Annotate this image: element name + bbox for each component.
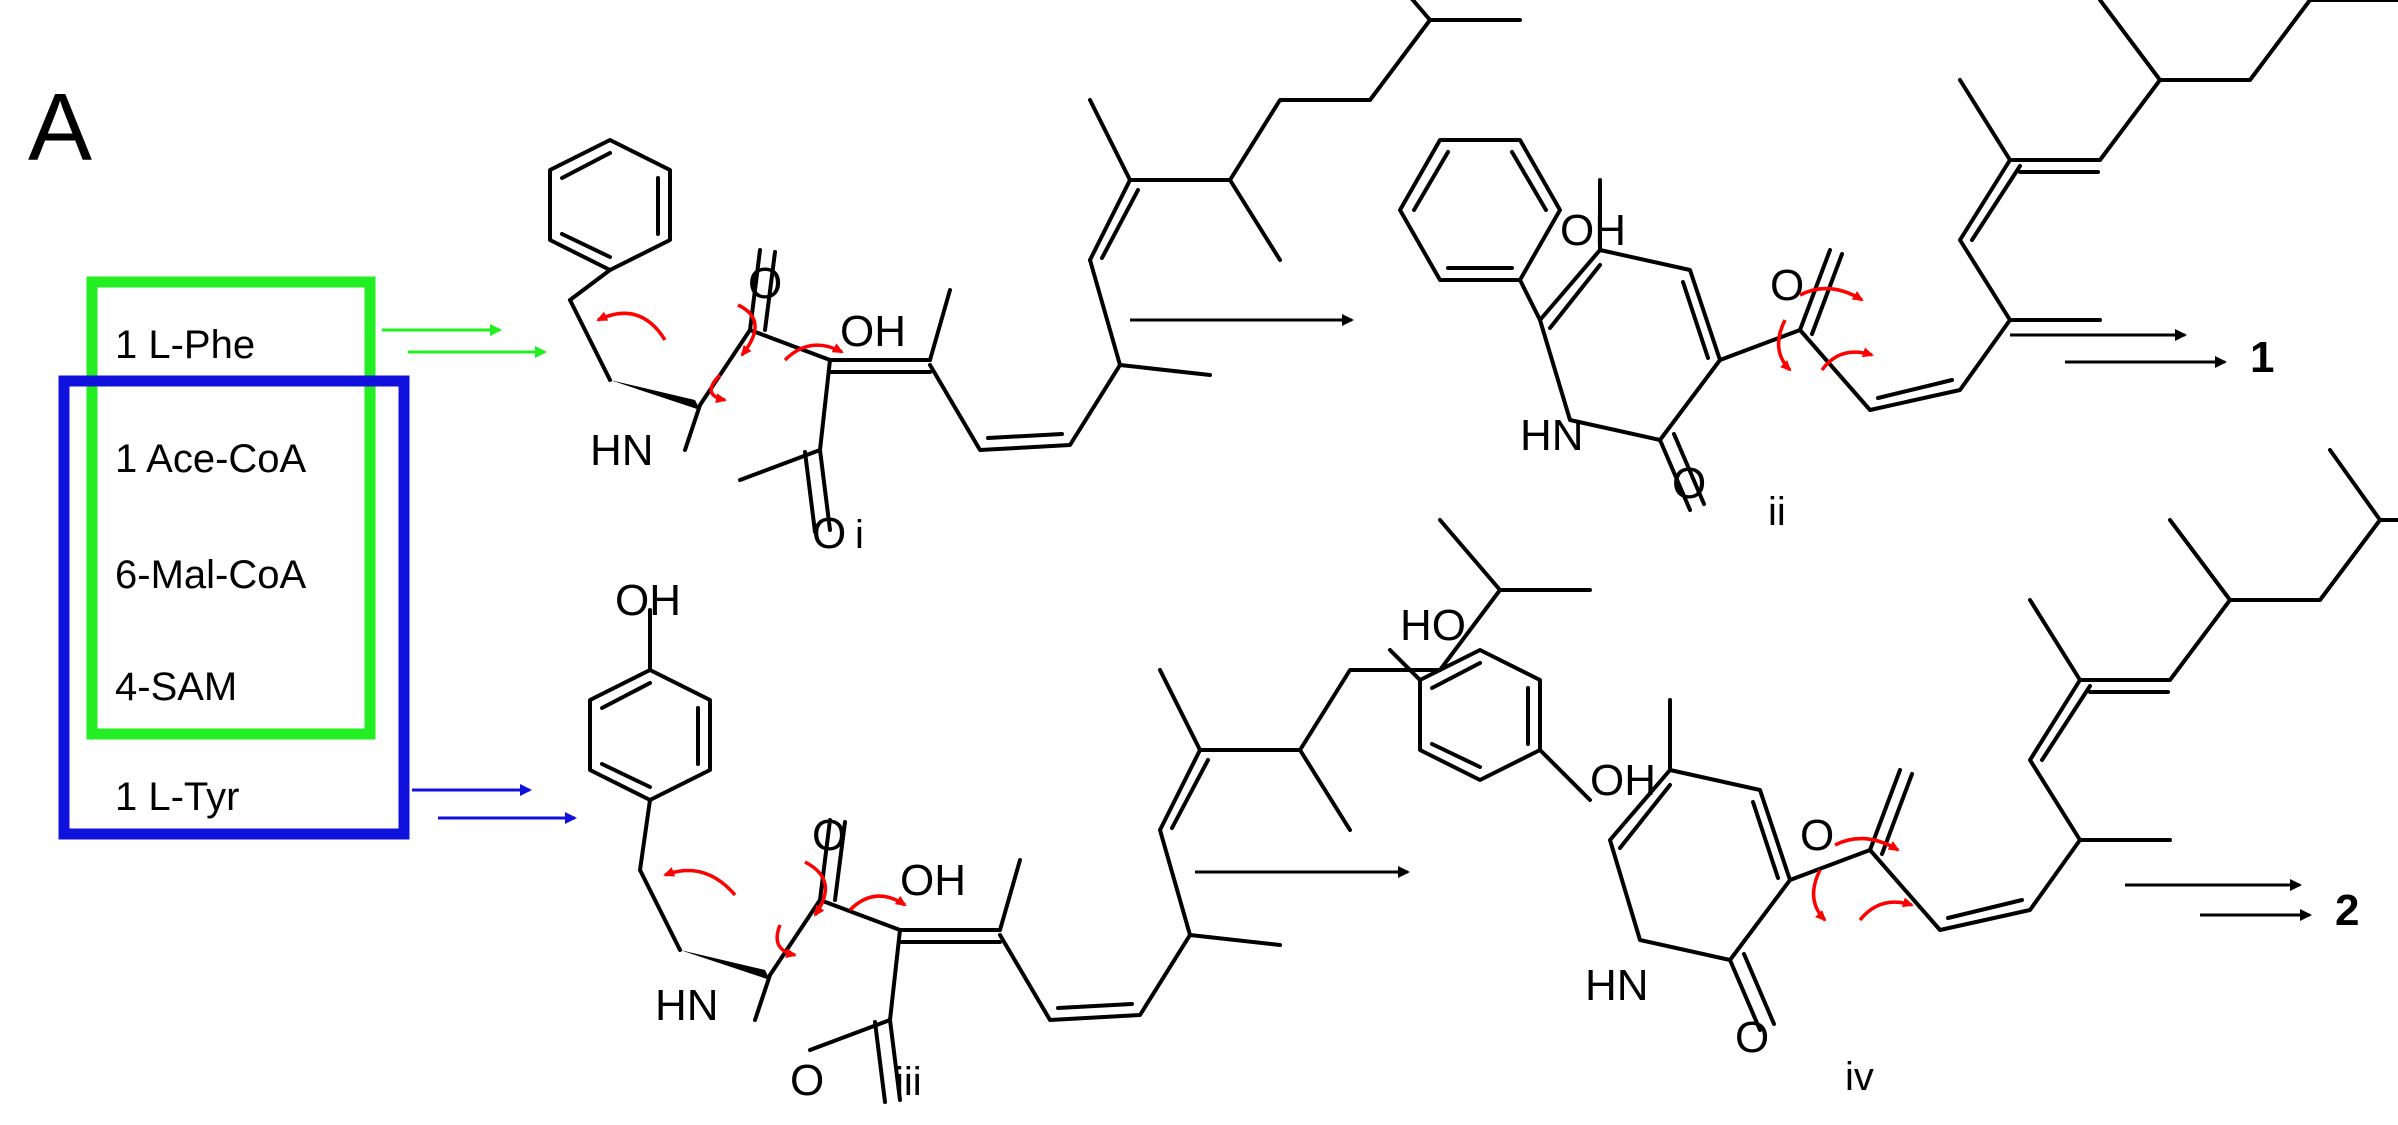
- atom-o-i-bottom: O: [812, 509, 846, 558]
- atom-hn-i: HN: [590, 426, 654, 475]
- atom-o-iv-bottom: O: [1735, 1013, 1769, 1062]
- atom-hn-ii: HN: [1520, 411, 1584, 460]
- precursor-mal-coa: 6-Mal-CoA: [115, 553, 306, 597]
- product-2: 2: [2335, 886, 2359, 935]
- compound-ii: [1398, 0, 2398, 512]
- compound-iv: [1388, 448, 2398, 1032]
- compound-i: [548, 0, 1522, 534]
- label-compound-iv: iv: [1845, 1055, 1874, 1099]
- curly-arrows-iv: [1811, 836, 1914, 922]
- label-compound-ii: ii: [1768, 490, 1786, 534]
- label-compound-iii: iii: [895, 1060, 922, 1104]
- atom-o-ii-bottom: O: [1672, 459, 1706, 508]
- blue-input-arrows: [412, 784, 577, 824]
- atom-oh-i: OH: [840, 307, 906, 356]
- precursor-ace-coa: 1 Ace-CoA: [115, 437, 307, 481]
- atom-o-i-top: O: [748, 259, 782, 308]
- label-compound-i: i: [855, 513, 864, 557]
- precursor-l-tyr: 1 L-Tyr: [115, 775, 239, 819]
- atom-oh-iii: OH: [900, 856, 966, 905]
- atom-o-iii-bottom: O: [790, 1056, 824, 1105]
- atom-oh-iv: OH: [1590, 756, 1656, 805]
- atom-o-iv-acyl: O: [1800, 811, 1834, 860]
- reaction-arrows-ii-1: [2010, 329, 2227, 368]
- atom-hn-iii: HN: [655, 981, 719, 1030]
- atom-o-ii-acyl: O: [1770, 261, 1804, 310]
- green-input-arrows: [382, 324, 547, 358]
- curly-arrows-iii: [663, 860, 907, 959]
- curly-arrows-ii: [1776, 286, 1874, 372]
- atom-o-iii-top: O: [812, 811, 846, 860]
- atom-oh-iii-phenol: OH: [615, 576, 681, 625]
- compound-iii: [588, 518, 1592, 1104]
- panel-label: A: [28, 74, 92, 181]
- curly-arrows-i: [596, 303, 844, 404]
- green-precursor-box: [86, 276, 376, 740]
- product-1: 1: [2250, 333, 2274, 382]
- blue-precursor-box: [58, 375, 410, 840]
- precursor-sam: 4-SAM: [115, 665, 237, 709]
- atom-hn-iv: HN: [1585, 961, 1649, 1010]
- reaction-arrows-iv-2: [2125, 879, 2312, 921]
- atom-ho-iv: HO: [1400, 601, 1466, 650]
- precursor-l-phe: 1 L-Phe: [115, 323, 255, 367]
- atom-oh-ii: OH: [1560, 206, 1626, 255]
